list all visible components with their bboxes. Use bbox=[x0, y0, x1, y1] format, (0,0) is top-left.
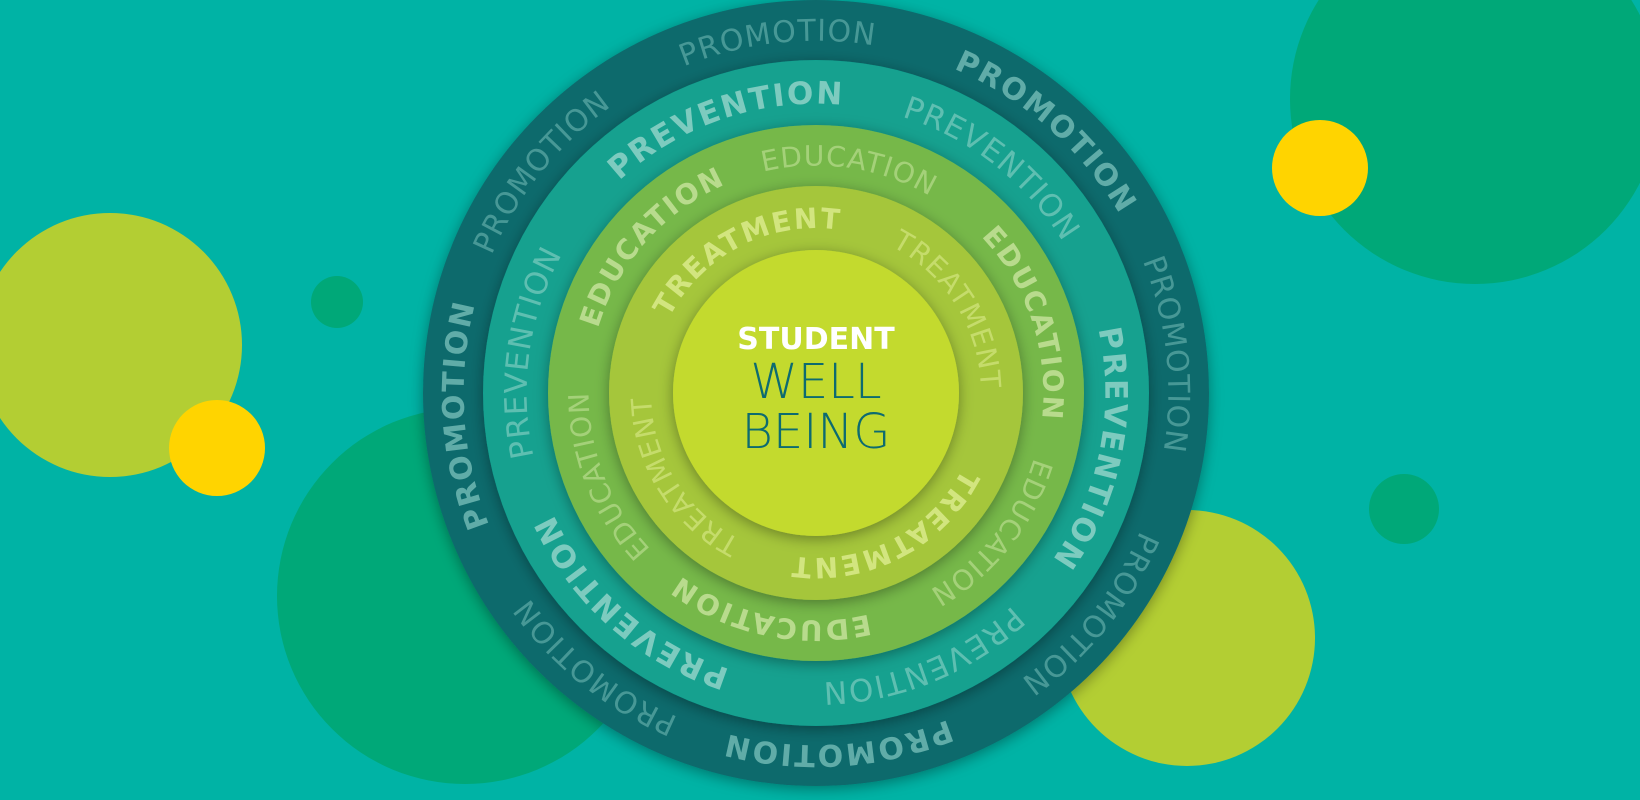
bubble-yellow-left bbox=[169, 400, 265, 496]
center-label-well: WELL bbox=[750, 354, 881, 410]
bubble-lime-left bbox=[0, 213, 242, 477]
bubble-green-top-right bbox=[1290, 0, 1640, 284]
center-label-student: STUDENT bbox=[737, 322, 895, 357]
bubble-yellow-top-right bbox=[1272, 120, 1368, 216]
center-label-being: BEING bbox=[741, 404, 890, 460]
bubble-green-small-right bbox=[1369, 474, 1439, 544]
center-circle bbox=[673, 250, 959, 536]
center-label: STUDENT WELL BEING bbox=[737, 322, 895, 460]
bubble-green-small-left bbox=[311, 276, 363, 328]
